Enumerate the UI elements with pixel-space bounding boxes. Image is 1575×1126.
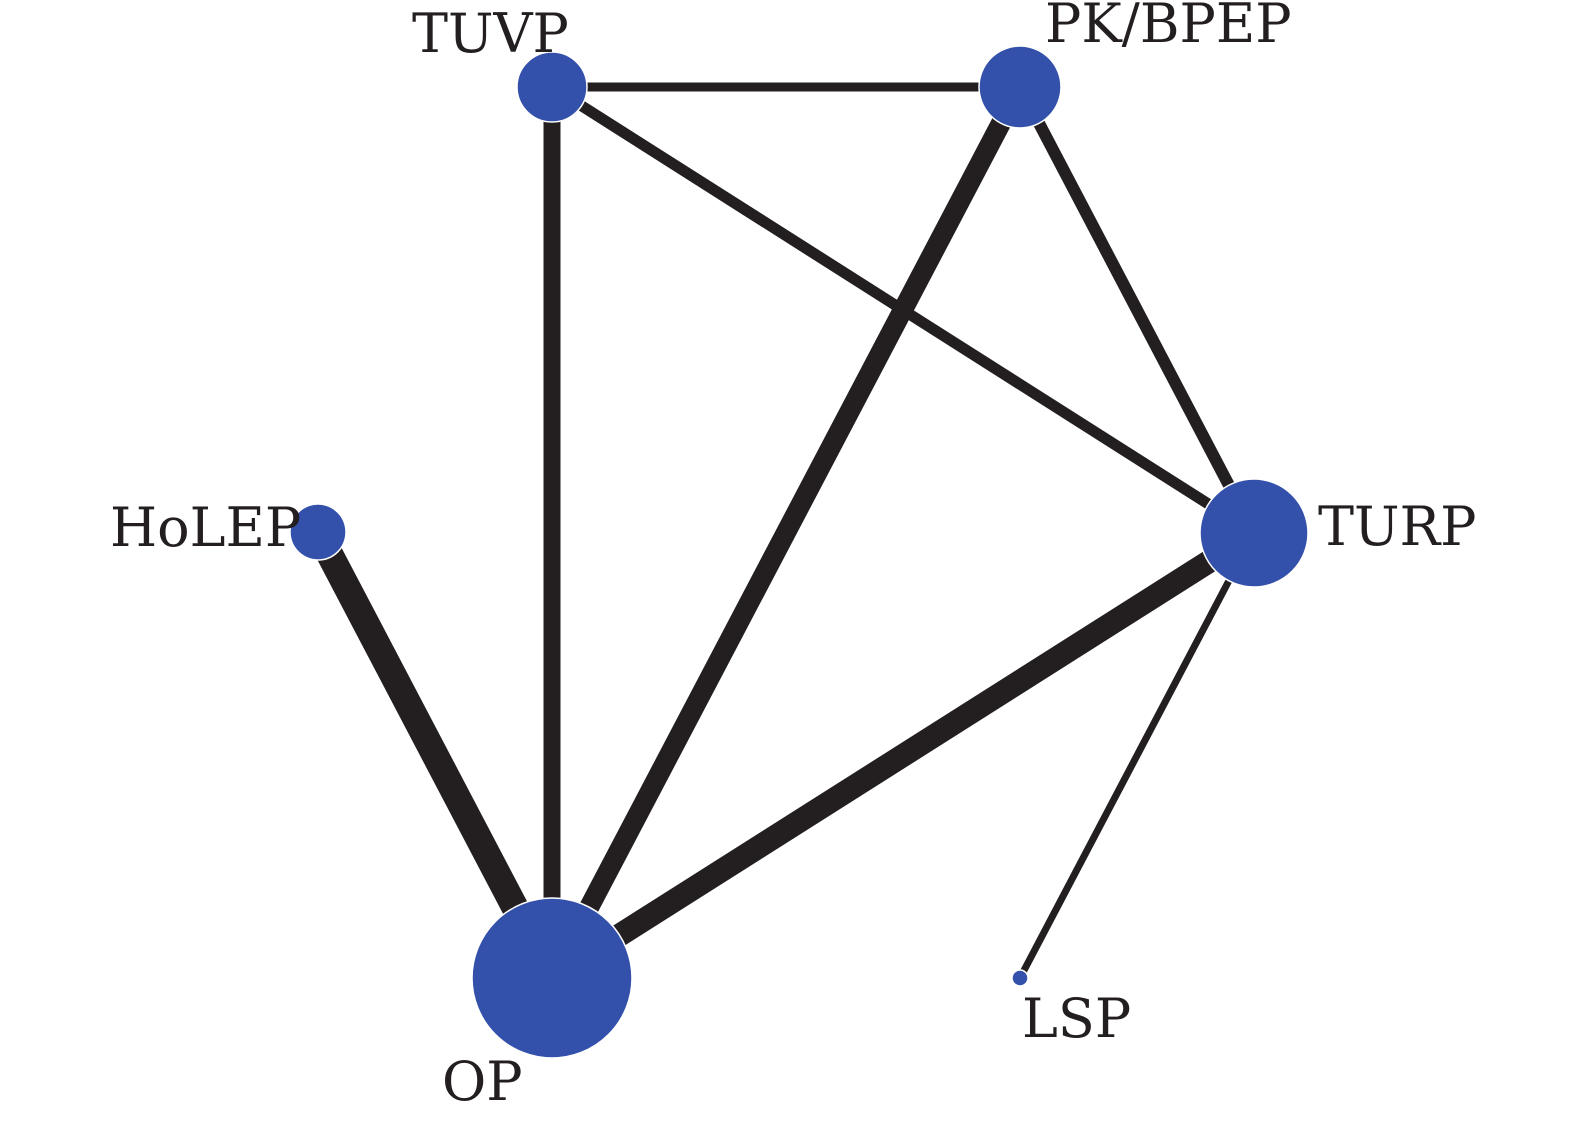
node-turp xyxy=(1199,478,1309,588)
node-label-turp: TURP xyxy=(1318,495,1477,558)
nodes-layer xyxy=(289,45,1309,1059)
node-holep xyxy=(289,503,347,561)
edge-holep-op xyxy=(306,525,564,985)
edge-turp-op xyxy=(545,523,1261,988)
node-label-lsp: LSP xyxy=(1022,987,1131,1050)
edge-turp-lsp xyxy=(1016,531,1258,980)
edge-pk-bpep-op xyxy=(543,82,1029,983)
node-pk-bpep xyxy=(978,45,1062,129)
edge-pk-bpep-turp xyxy=(1014,84,1260,536)
labels-layer: TUVP PK/BPEP HoLEP TURP OP LSP xyxy=(110,0,1477,1113)
edges-layer xyxy=(306,82,1261,988)
node-op xyxy=(471,897,633,1059)
node-label-holep: HoLEP xyxy=(110,496,301,559)
node-lsp xyxy=(1011,969,1029,987)
node-tuvp xyxy=(516,51,588,123)
node-label-tuvp: TUVP xyxy=(412,2,569,65)
node-label-pk-bpep: PK/BPEP xyxy=(1045,0,1292,55)
node-label-op: OP xyxy=(442,1050,523,1113)
